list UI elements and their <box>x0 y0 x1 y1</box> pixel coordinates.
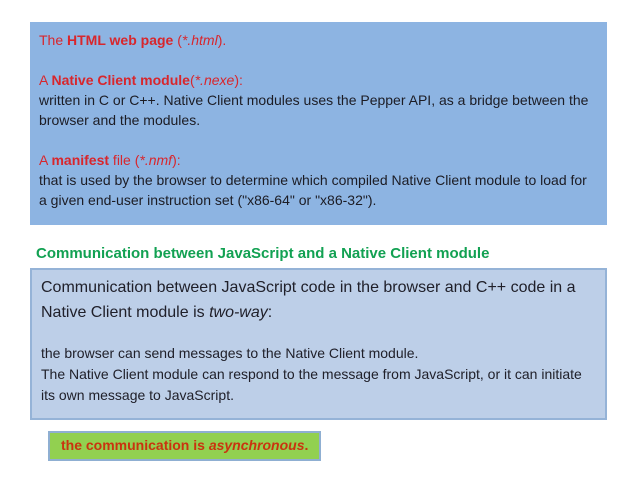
nexe-description: written in C or C++. Native Client modul… <box>39 92 589 128</box>
nexe-file-term: Native Client module <box>51 72 190 88</box>
nexe-file-block: A Native Client module(*.nexe): written … <box>39 70 597 130</box>
nexe-file-mid: ( <box>189 72 195 88</box>
html-file-tail: ). <box>217 32 227 48</box>
nmf-file-block: A manifest file (*.nmf): that is used by… <box>39 150 597 210</box>
nexe-file-extension: *.nexe <box>194 72 235 88</box>
nexe-file-prefix: A <box>39 72 52 88</box>
html-file-extension: *.html <box>181 32 218 48</box>
communication-intro: Communication between JavaScript code in… <box>41 275 595 325</box>
nacl-files-box: The HTML web page (*.html). A Native Cli… <box>30 22 607 225</box>
communication-box: Communication between JavaScript code in… <box>30 268 607 420</box>
async-note-lead: the communication is <box>61 437 209 453</box>
communication-intro-lead: Communication between JavaScript code in… <box>41 279 576 321</box>
html-file-term: HTML web page <box>67 32 174 48</box>
communication-detail-line: the browser can send messages to the Nat… <box>41 345 419 361</box>
html-file-item: The HTML web page (*.html). <box>39 30 597 50</box>
nmf-file-item: A manifest file (*.nmf): <box>39 152 181 168</box>
communication-intro-emphasis: two-way <box>209 304 268 321</box>
async-note-box: the communication is asynchronous. <box>48 431 322 461</box>
nmf-file-term: manifest <box>51 152 110 168</box>
nmf-file-tail: ): <box>172 152 181 168</box>
nexe-file-tail: ): <box>234 72 243 88</box>
async-note-tail: . <box>304 437 309 453</box>
communication-detail-line: The Native Client module can respond to … <box>41 366 582 403</box>
nmf-description: that is used by the browser to determine… <box>39 172 587 208</box>
communication-intro-tail: : <box>267 304 273 321</box>
section-heading: Communication between JavaScript and a N… <box>36 245 490 262</box>
nexe-file-item: A Native Client module(*.nexe): <box>39 72 243 88</box>
nmf-file-extension: *.nmf <box>139 152 173 168</box>
nmf-file-prefix: A <box>39 152 52 168</box>
html-file-prefix: The <box>39 32 68 48</box>
nmf-file-mid: file ( <box>109 152 140 168</box>
html-file-mid: ( <box>173 32 182 48</box>
async-note-emphasis: asynchronous <box>208 437 305 453</box>
